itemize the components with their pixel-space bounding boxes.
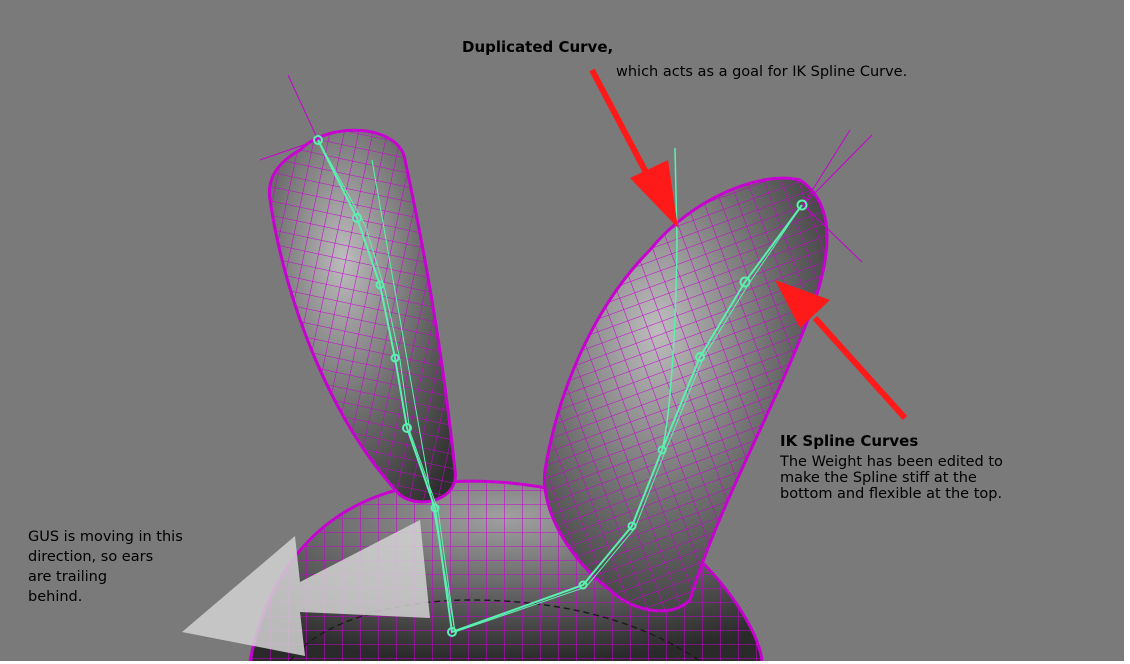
direction-note-line: behind. bbox=[28, 587, 288, 607]
duplicated-curve-description: which acts as a goal for IK Spline Curve… bbox=[616, 64, 907, 80]
direction-note-line: direction, so ears bbox=[28, 547, 288, 567]
direction-note-line: are trailing bbox=[28, 567, 288, 587]
duplicated-curve-title: Duplicated Curve, bbox=[462, 38, 613, 56]
ik-spline-description: The Weight has been edited to make the S… bbox=[780, 454, 1080, 502]
direction-note: GUS is moving in this direction, so ears… bbox=[28, 527, 288, 607]
red-arrow-icon bbox=[592, 70, 678, 228]
ik-desc-line: bottom and flexible at the top. bbox=[780, 486, 1080, 502]
left-ear-mesh bbox=[269, 130, 455, 502]
ik-spline-title: IK Spline Curves bbox=[780, 432, 918, 450]
ik-desc-line: The Weight has been edited to bbox=[780, 454, 1080, 470]
ik-desc-line: make the Spline stiff at the bbox=[780, 470, 1080, 486]
direction-note-line: GUS is moving in this bbox=[28, 527, 288, 547]
